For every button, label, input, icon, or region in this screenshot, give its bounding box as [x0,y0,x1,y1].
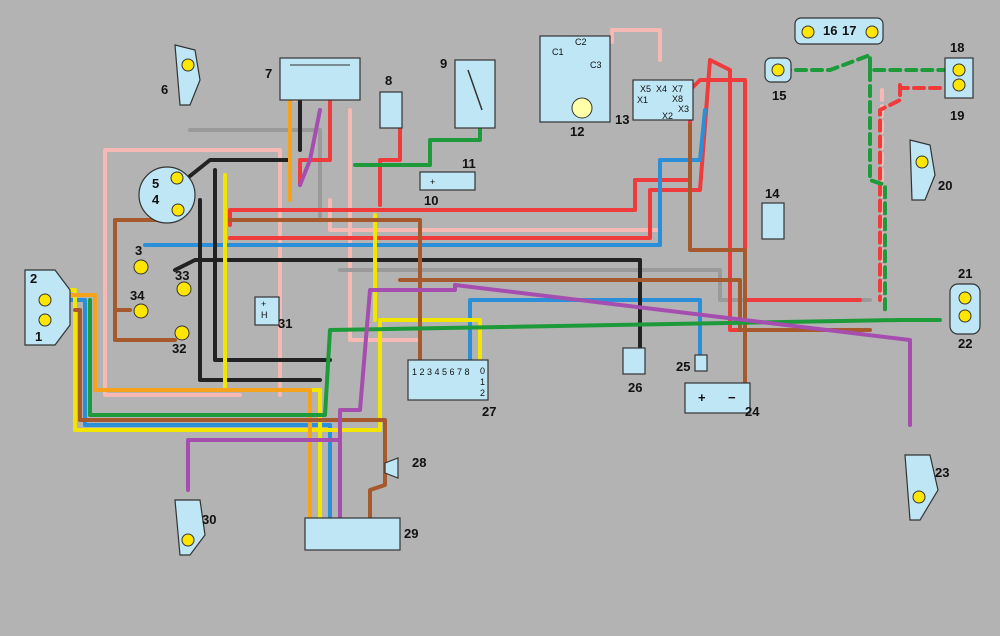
label-10: 10 [424,193,438,208]
wire-red-dashed [878,83,942,302]
label-31: 31 [278,316,292,331]
wire-brown [73,278,872,522]
reg-x8: X8 [672,94,683,104]
lamp-23: 23 [904,454,949,521]
label-26: 26 [628,380,642,395]
label-25: 25 [676,359,690,374]
wire-orange [33,98,312,522]
label-12: 12 [570,124,584,139]
lamp-30: 30 [174,499,216,556]
wire-green-dashed [778,53,947,317]
wire-black [213,98,332,362]
lamp-6: 6 [161,44,201,106]
label-32: 32 [172,341,186,356]
battery-plus: + [698,390,706,405]
label-1: 1 [35,329,42,344]
wire-violet [186,438,342,492]
label-23: 23 [935,465,949,480]
wire-bundle [33,28,947,522]
label-14: 14 [765,186,780,201]
reg-x1: X1 [637,95,648,105]
relay-mark: H [261,310,268,320]
label-17: 17 [842,23,856,38]
label-29: 29 [404,526,418,541]
wire-blue [68,108,707,522]
label-7: 7 [265,66,272,81]
switch-29: 29 [304,517,418,551]
generator-12: C1 C2 C3 12 [539,35,611,139]
label-33: 33 [175,268,189,283]
relay-plus: + [261,299,266,309]
label-24: 24 [745,404,760,419]
switch-9: 9 [440,56,496,129]
switch27-side-1: 1 [480,377,485,387]
switch-14: 14 [761,186,785,240]
tail-lamp: 18 19 [944,40,974,123]
horn-28: 28 [384,455,426,479]
label-27: 27 [482,404,496,419]
label-13: 13 [615,112,629,127]
label-16: 16 [823,23,837,38]
switch-26: 26 [622,347,646,395]
lamp-21-22: 21 22 [949,266,981,351]
lamp-20: 20 [909,139,952,201]
label-34: 34 [130,288,145,303]
switch-7: 7 [265,57,361,101]
label-2: 2 [30,271,37,286]
label-6: 6 [161,82,168,97]
label-15: 15 [772,88,786,103]
lamp-16-17: 16 17 [794,17,884,45]
indicator-lamps: 3 33 34 32 [130,243,192,356]
label-22: 22 [958,336,972,351]
label-4: 4 [152,192,160,207]
battery-24: + − 24 [684,382,760,419]
gen-c3: C3 [590,60,602,70]
switch-block-27: 1 2 3 4 5 6 7 8 0 1 2 27 [407,359,496,419]
label-18: 18 [950,40,964,55]
reg-x5: X5 [640,84,651,94]
wire-violet [298,108,912,522]
relay-31: + H 31 [254,296,292,331]
label-20: 20 [938,178,952,193]
gen-c2: C2 [575,37,587,47]
gen-c1: C1 [552,47,564,57]
switch-8: 8 [379,73,403,129]
reg-x3: X3 [678,104,689,114]
label-8: 8 [385,73,392,88]
fuse-25: 25 [676,354,708,374]
lamp-15: 15 [764,57,792,103]
regulator-13: X5 X4 X7 X1 X8 X3 X2 13 [615,79,694,127]
label-19: 19 [950,108,964,123]
instrument-cluster: 5 4 [138,166,196,224]
switch27-row: 1 2 3 4 5 6 7 8 [412,367,470,377]
wire-red [298,98,402,207]
plug-11: + 11 10 [419,156,476,208]
wire-pink [348,28,662,387]
plug-plus: + [430,177,435,187]
headlight: 2 1 [24,269,71,346]
battery-minus: − [728,390,736,405]
label-9: 9 [440,56,447,71]
wire-pink [103,148,282,397]
reg-x2: X2 [662,111,673,121]
label-28: 28 [412,455,426,470]
reg-x7: X7 [672,84,683,94]
label-11: 11 [462,156,476,171]
label-30: 30 [202,512,216,527]
switch27-side-2: 2 [480,388,485,398]
label-21: 21 [958,266,972,281]
wire-green [88,123,942,417]
label-5: 5 [152,176,159,191]
label-3: 3 [135,243,142,258]
switch27-side-0: 0 [480,366,485,376]
reg-x4: X4 [656,84,667,94]
wire-brown [113,123,747,387]
